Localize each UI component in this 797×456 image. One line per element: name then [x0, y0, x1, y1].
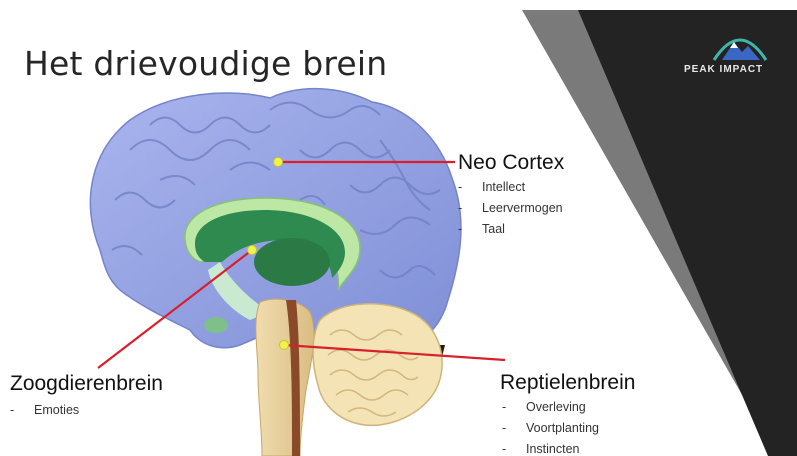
reptielenbrein-item: Instincten [500, 439, 599, 456]
zoogdierenbrein-item: Emoties [8, 400, 79, 421]
zoogdierenbrein-list: Emoties [8, 400, 79, 421]
cerebellum [313, 304, 442, 426]
reptielenbrein-dot [280, 341, 289, 350]
neo-cortex-item: Leervermogen [456, 198, 563, 219]
neo-cortex-list: Intellect Leervermogen Taal [456, 177, 563, 240]
reptielenbrein-title: Reptielenbrein [500, 371, 635, 395]
reptielenbrein-item: Overleving [500, 397, 599, 418]
reptielenbrein-item: Voortplanting [500, 418, 599, 439]
neo-cortex-item: Taal [456, 219, 563, 240]
neo-cortex-item: Intellect [456, 177, 563, 198]
neo-cortex-dot [274, 158, 283, 167]
zoogdierenbrein-title: Zoogdierenbrein [10, 372, 163, 396]
amygdala [204, 317, 228, 333]
reptielenbrein-list: Overleving Voortplanting Instincten [500, 397, 599, 456]
neo-cortex-title: Neo Cortex [458, 151, 564, 175]
zoogdierenbrein-dot [248, 246, 257, 255]
thalamus [254, 238, 330, 286]
brainstem-region [256, 299, 314, 456]
